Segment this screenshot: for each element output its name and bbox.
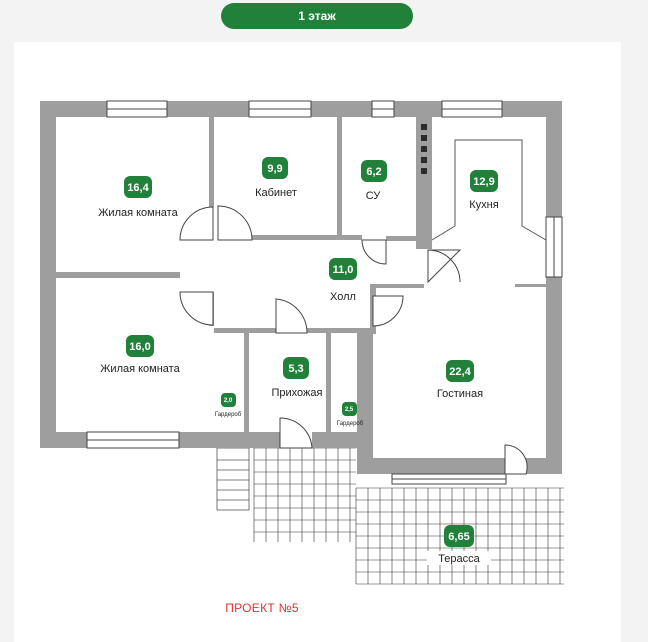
floor-plan-sheet [14,42,621,642]
room-name: Терасса [438,553,480,565]
doors [179,205,528,475]
floor-tab-button[interactable]: 1 этаж [221,3,413,29]
room-terrace: 6,65 Терасса [427,525,491,565]
area-badge [283,357,309,379]
area-badge [124,176,152,198]
area-badge [444,525,474,547]
room-labels: 16,4 Жилая комната 9,9 Кабинет 6,2 СУ 12… [98,157,499,565]
area-value: 9,9 [267,163,282,175]
entrance-steps [216,447,250,511]
room-kitchen: 12,9 Кухня [469,170,499,211]
area-value: 22,4 [449,366,471,378]
area-badge [446,360,474,382]
area-value: 2,5 [345,407,354,413]
area-value: 12,9 [473,176,494,188]
area-value: 5,3 [288,363,303,375]
room-wardrobe-1: 2,0 Гардероб [215,393,242,418]
room-living-2: 16,0 Жилая комната [100,335,181,375]
area-value: 16,0 [129,341,150,353]
room-living-1: 16,4 Жилая комната [98,176,179,219]
area-value: 11,0 [333,264,354,276]
kitchen-outline [431,139,547,241]
room-name: Холл [330,291,356,303]
area-badge [470,170,498,192]
area-badge [342,402,357,416]
room-name: Гостиная [437,388,483,400]
room-living-room: 22,4 Гостиная [437,360,483,400]
room-name: Кухня [469,199,498,211]
vent-blocks [421,124,427,174]
floor-tab-label: 1 этаж [298,9,336,23]
area-badge [126,335,154,357]
area-value: 6,2 [366,166,381,178]
terrace-label-bg [427,551,491,565]
room-wardrobe-2: 2,5 Гардероб [337,402,364,427]
area-value: 2,0 [224,398,233,404]
area-value: 16,4 [127,182,149,194]
room-name: СУ [366,190,382,202]
room-name: Гардероб [215,412,242,418]
room-name: Жилая комната [100,363,180,375]
room-name: Жилая комната [98,207,178,219]
area-badge [221,393,236,407]
room-name: Гардероб [337,421,364,427]
area-badge [262,157,288,179]
room-hall: 11,0 Холл [329,258,357,303]
room-name: Кабинет [255,187,297,199]
area-value: 6,65 [448,531,469,543]
room-bathroom: 6,2 СУ [361,160,387,202]
room-name: Прихожая [272,387,323,399]
project-title: ПРОЕКТ №5 [225,601,299,615]
terrace-grid [253,447,564,585]
area-badge [329,258,357,280]
area-badge [361,160,387,182]
walls [40,101,562,474]
room-office: 9,9 Кабинет [255,157,297,199]
room-entrance: 5,3 Прихожая [272,357,323,399]
windows [86,100,563,485]
